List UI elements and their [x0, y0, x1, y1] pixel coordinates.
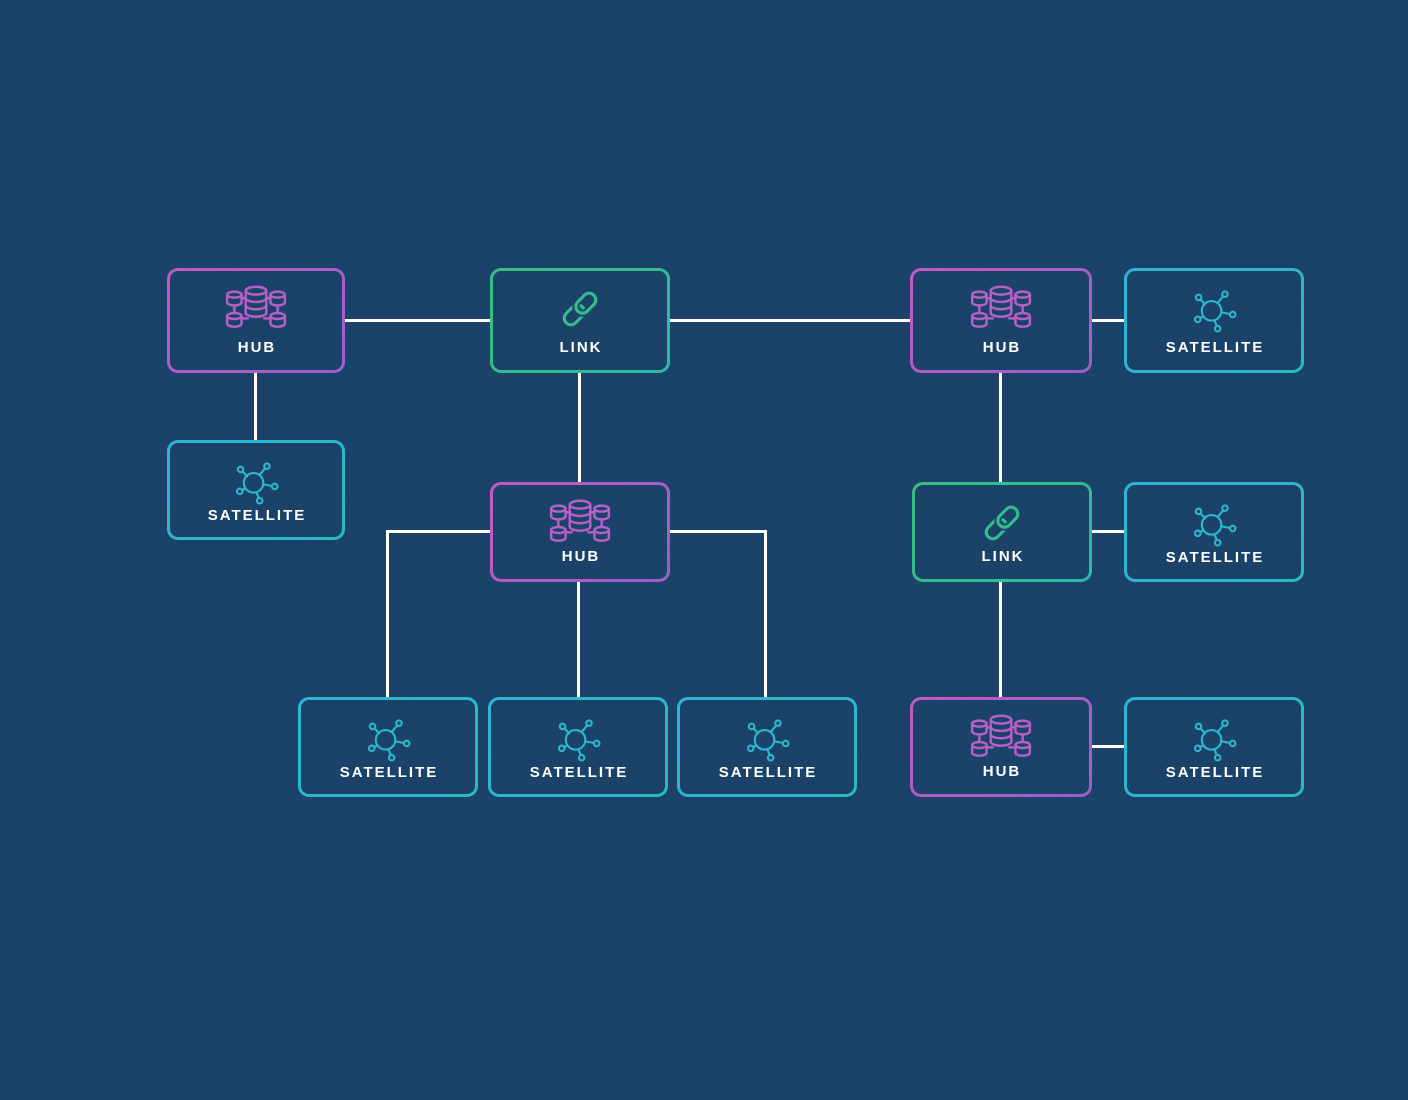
node-hub-top-right: HUB: [910, 268, 1092, 373]
node-label: HUB: [561, 548, 601, 565]
node-label: SATELLITE: [718, 764, 818, 781]
node-hub-center: HUB: [490, 482, 670, 582]
node-satellite-bottom-1: SATELLITE: [298, 697, 478, 797]
node-label: SATELLITE: [1165, 549, 1265, 566]
node-satellite-left: SATELLITE: [167, 440, 345, 540]
chain-link-icon: [976, 498, 1028, 548]
connector-hub-center-satellite-bottom-3: [670, 530, 767, 533]
node-satellite-mid-right: SATELLITE: [1124, 482, 1304, 582]
connector-hub-top-right-satellite-top-right: [1092, 319, 1124, 322]
satellite-network-icon: [1186, 498, 1242, 550]
satellite-network-icon: [739, 713, 795, 765]
node-label: HUB: [982, 763, 1022, 780]
node-hub-top-left: HUB: [167, 268, 345, 373]
connector-hub-center-satellite-bottom-1: [386, 530, 389, 697]
connector-hub-center-satellite-bottom-3: [764, 530, 767, 697]
node-label: LINK: [559, 339, 603, 356]
connector-hub-center-satellite-bottom-2: [577, 582, 580, 697]
connector-hub-bottom-right-satellite-bottom-right: [1092, 745, 1124, 748]
connector-hub-top-left-link-top: [345, 319, 490, 322]
node-satellite-top-right: SATELLITE: [1124, 268, 1304, 373]
connector-link-right-satellite-mid-right: [1092, 530, 1124, 533]
node-satellite-bottom-right: SATELLITE: [1124, 697, 1304, 797]
hub-database-cluster-icon: [968, 284, 1034, 330]
node-label: SATELLITE: [1165, 764, 1265, 781]
node-link-right: LINK: [912, 482, 1092, 582]
node-satellite-bottom-2: SATELLITE: [488, 697, 668, 797]
node-label: SATELLITE: [529, 764, 629, 781]
connector-link-top-hub-top-right: [670, 319, 910, 322]
satellite-network-icon: [550, 713, 606, 765]
node-label: SATELLITE: [339, 764, 439, 781]
node-label: LINK: [981, 548, 1025, 565]
node-label: HUB: [982, 339, 1022, 356]
hub-database-cluster-icon: [223, 284, 289, 330]
node-satellite-bottom-3: SATELLITE: [677, 697, 857, 797]
satellite-network-icon: [1186, 284, 1242, 336]
satellite-network-icon: [360, 713, 416, 765]
connector-hub-top-right-link-right: [999, 373, 1002, 482]
node-label: HUB: [237, 339, 277, 356]
connector-link-right-hub-bottom-right: [999, 582, 1002, 697]
node-label: SATELLITE: [207, 507, 307, 524]
node-hub-bottom-right: HUB: [910, 697, 1092, 797]
chain-link-icon: [554, 284, 606, 334]
connector-link-top-hub-center: [578, 373, 581, 482]
node-label: SATELLITE: [1165, 339, 1265, 356]
connector-hub-center-satellite-bottom-1: [386, 530, 490, 533]
node-link-top: LINK: [490, 268, 670, 373]
hub-database-cluster-icon: [968, 713, 1034, 759]
satellite-network-icon: [228, 456, 284, 508]
hub-database-cluster-icon: [547, 498, 613, 544]
satellite-network-icon: [1186, 713, 1242, 765]
connector-hub-top-left-satellite-left: [254, 373, 257, 440]
